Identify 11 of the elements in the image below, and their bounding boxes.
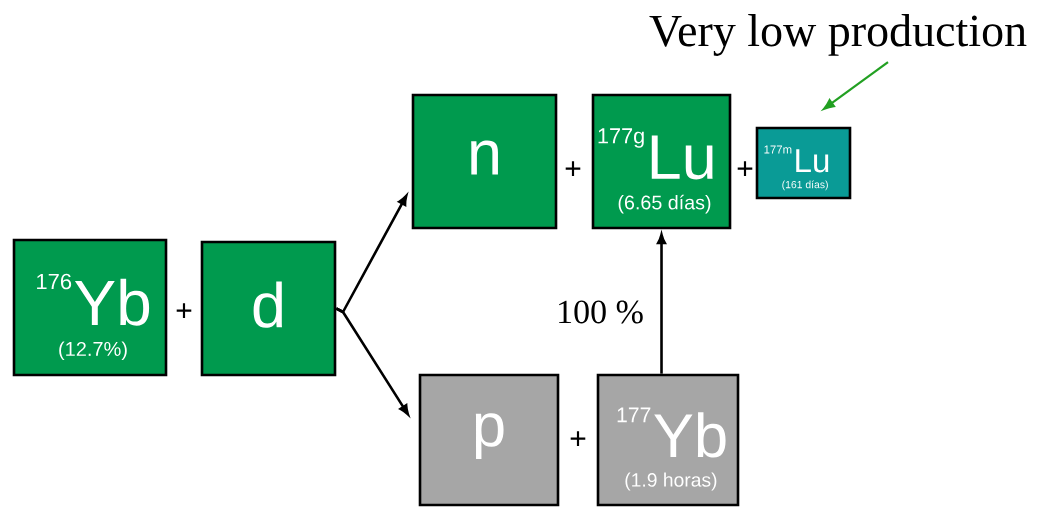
- nuclide-box: p: [418, 373, 560, 507]
- plus-sign: +: [737, 161, 753, 176]
- arrow: [823, 61, 889, 110]
- edge-label: 100 %: [555, 299, 645, 325]
- nuclide-box: d: [200, 240, 337, 377]
- plus-sign: +: [570, 431, 586, 446]
- nuclide-box: n: [411, 93, 558, 230]
- plus-sign: +: [176, 303, 192, 318]
- arrow: [335, 307, 410, 416]
- annotation-text: Very low production: [649, 14, 1027, 56]
- plus-sign: +: [565, 161, 581, 176]
